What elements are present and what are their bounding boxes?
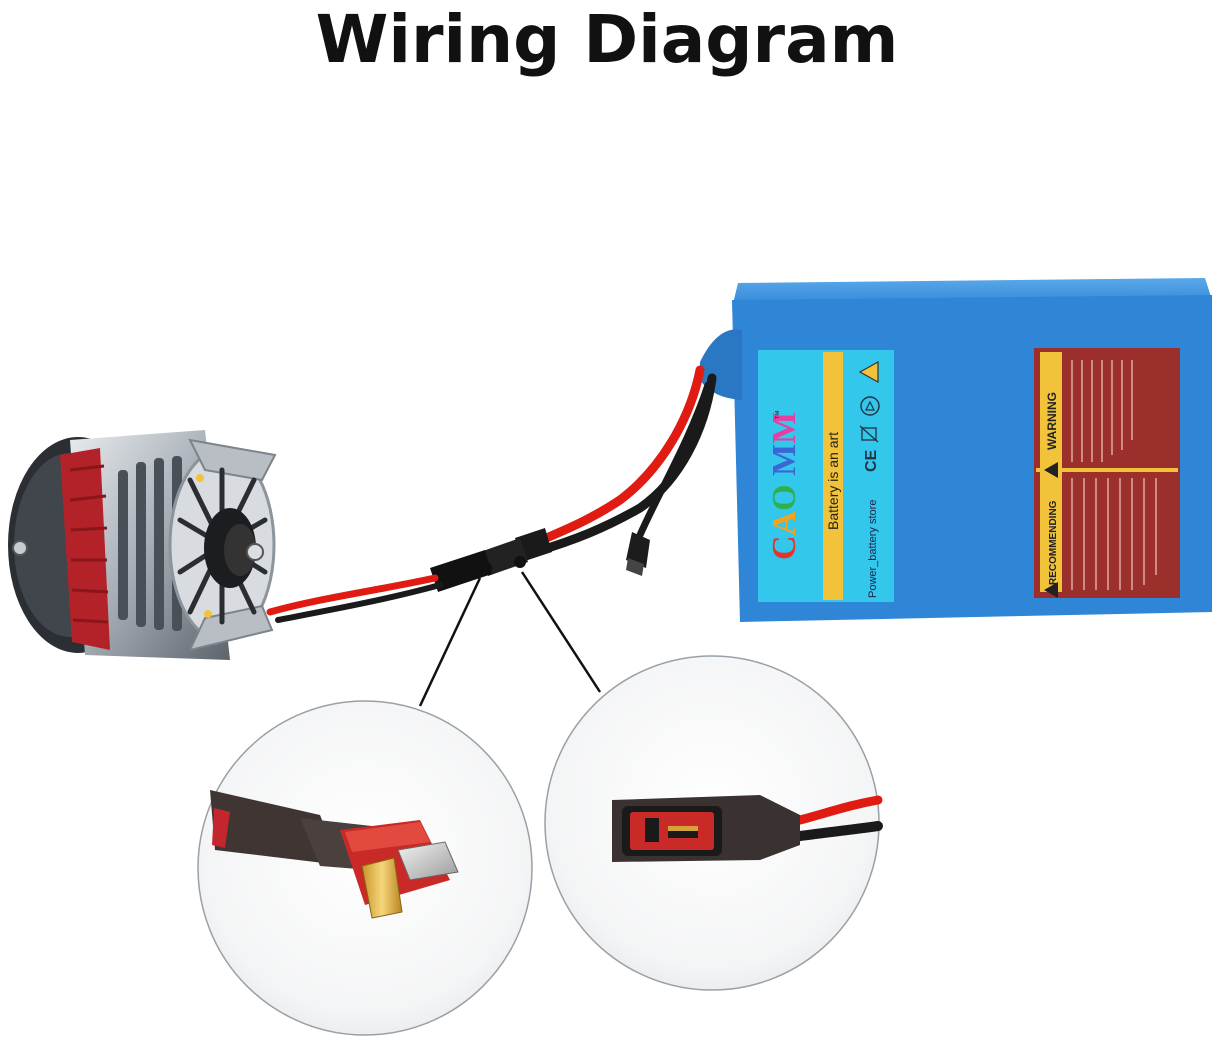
- callout-anchor: [514, 556, 526, 568]
- callout-line-female: [520, 571, 602, 693]
- callout-anchor: [480, 562, 492, 574]
- battery-brand: CAO MM: [766, 412, 803, 560]
- callout-line-male: [418, 577, 482, 707]
- brand-letter: [766, 476, 803, 485]
- brand-letter: M: [766, 412, 803, 444]
- battery-pack: CAO MM ™ Battery is an art Power_battery…: [700, 278, 1212, 622]
- warning-title: WARNING: [1045, 392, 1059, 450]
- battery-trademark: ™: [774, 410, 785, 420]
- weee-bin-icon: [859, 425, 879, 443]
- warning-triangle-icon: [858, 360, 879, 384]
- motor: [8, 430, 277, 660]
- brand-letter: C: [766, 535, 803, 560]
- warning-triangle-icon: [1044, 582, 1058, 598]
- ce-mark: CE: [863, 449, 880, 472]
- brand-letter: M: [766, 444, 803, 476]
- recycle-icon: [860, 396, 880, 416]
- battery-store: Power_battery store: [867, 500, 879, 598]
- callout-lines: [418, 571, 602, 707]
- charge-plug: [626, 532, 650, 568]
- warning-triangle-icon: [1044, 462, 1058, 478]
- motor-wires: [266, 574, 443, 623]
- battery-wires: [525, 365, 717, 576]
- battery-label-stripe: [823, 352, 843, 600]
- warning-fine-print: [1071, 360, 1157, 590]
- recommending-title: RECOMMENDING: [1048, 500, 1059, 585]
- brand-letter: A: [766, 510, 803, 535]
- callout-female-connector: [544, 655, 883, 991]
- inline-connector: [430, 528, 552, 592]
- page-title: Wiring Diagram: [315, 1, 899, 78]
- battery-tagline: Battery is an art: [825, 432, 841, 530]
- callout-male-connector: [197, 700, 533, 1036]
- brand-letter: O: [766, 484, 803, 510]
